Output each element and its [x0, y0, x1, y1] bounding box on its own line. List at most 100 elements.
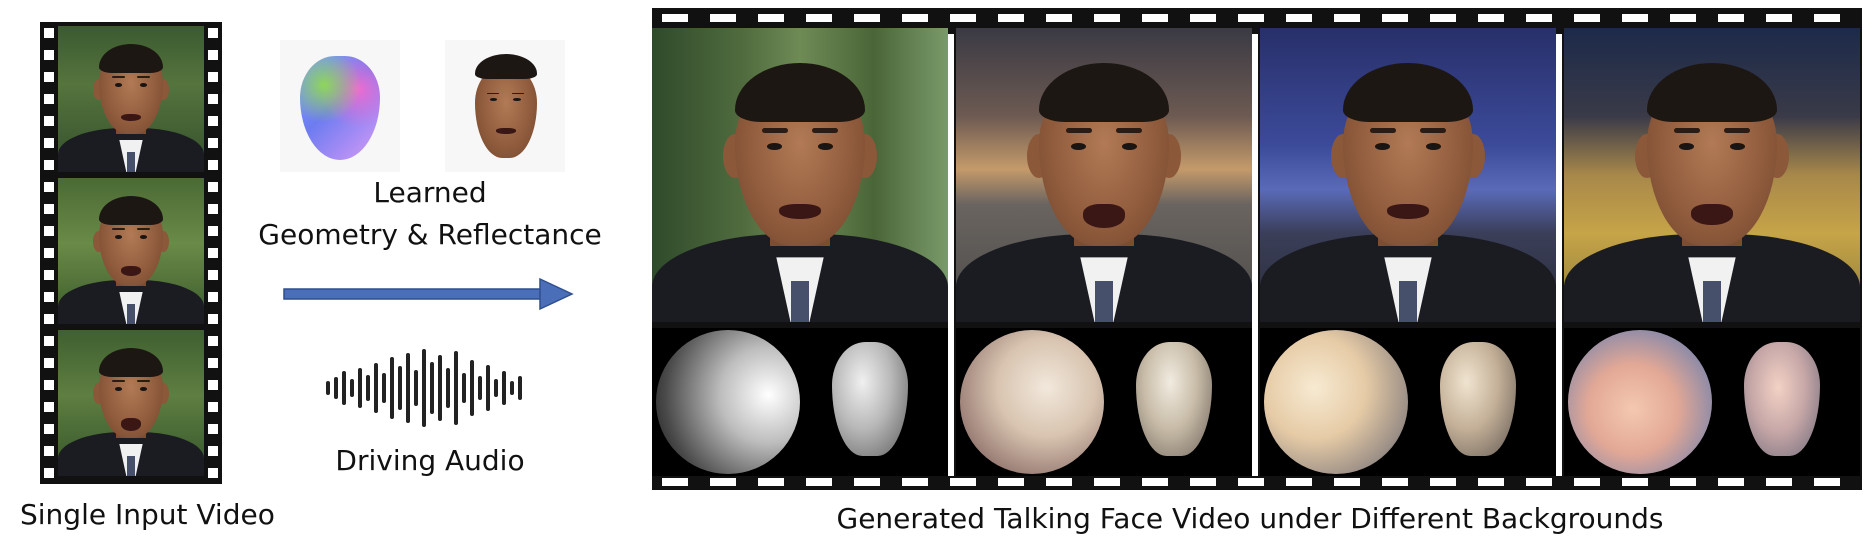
sprocket-hole	[44, 248, 54, 258]
sprocket-hole	[1382, 478, 1408, 486]
night-city-background	[1260, 28, 1556, 322]
sprocket-hole	[208, 270, 218, 280]
reflectance-head-card	[445, 40, 565, 172]
normal-map-head-icon	[300, 56, 380, 160]
frame-divider	[1556, 34, 1562, 476]
wave-bar	[438, 355, 442, 421]
sprocket-hole	[44, 28, 54, 38]
wave-bar	[414, 370, 418, 406]
sprocket-hole	[1046, 478, 1072, 486]
sprocket-hole	[1526, 478, 1552, 486]
geometry-head-card	[280, 40, 400, 172]
sprocket-hole	[1766, 478, 1792, 486]
sprocket-hole	[1478, 14, 1504, 22]
lighting-sphere-1	[656, 330, 800, 474]
wave-bar	[502, 371, 506, 405]
wave-bar	[366, 375, 370, 401]
wave-bar	[446, 368, 450, 408]
sprocket-hole	[1382, 14, 1408, 22]
sprocket-hole	[1334, 478, 1360, 486]
input-frame-2	[58, 178, 204, 324]
wave-bar	[390, 357, 394, 419]
sprocket-hole	[1430, 14, 1456, 22]
input-frame-3	[58, 330, 204, 476]
sprocket-hole	[208, 468, 218, 478]
output-video-label: Generated Talking Face Video under Diffe…	[836, 502, 1664, 535]
wave-bar	[518, 376, 522, 400]
lawn-night-background	[1564, 28, 1860, 322]
sprocket-hole	[44, 204, 54, 214]
sound-wave-icon	[326, 349, 522, 427]
sprocket-hole	[208, 358, 218, 368]
wave-bar	[334, 377, 338, 399]
sprocket-hole	[950, 14, 976, 22]
sprocket-hole	[1814, 14, 1840, 22]
sprocket-hole	[1094, 478, 1120, 486]
wave-bar	[342, 371, 346, 405]
sprocket-hole	[44, 50, 54, 60]
sprocket-hole	[44, 160, 54, 170]
sprocket-hole	[208, 336, 218, 346]
sprocket-hole	[1766, 14, 1792, 22]
sprocket-hole	[44, 358, 54, 368]
sprocket-hole	[1814, 478, 1840, 486]
sprocket-hole	[44, 424, 54, 434]
sprocket-hole	[1670, 478, 1696, 486]
sprocket-hole	[1718, 14, 1744, 22]
sprocket-hole	[1142, 478, 1168, 486]
learned-label-line2: Geometry & Reflectance	[258, 218, 602, 251]
sprocket-hole	[1094, 14, 1120, 22]
wave-bar	[422, 349, 426, 427]
output-frame-1	[652, 28, 948, 322]
sprocket-hole	[208, 248, 218, 258]
sprocket-hole	[1238, 478, 1264, 486]
output-frame-2	[956, 28, 1252, 322]
sprocket-hole	[1238, 14, 1264, 22]
right-arrow-icon	[283, 277, 574, 311]
albedo-head-icon	[469, 50, 543, 162]
shaded-head-4	[1744, 342, 1820, 456]
sprocket-hole	[1622, 478, 1648, 486]
sprocket-hole	[1622, 14, 1648, 22]
portrait-image	[58, 330, 204, 476]
shaded-head-3	[1440, 342, 1516, 456]
wave-bar	[478, 376, 482, 400]
lighting-sphere-4	[1568, 330, 1712, 474]
sprocket-hole	[758, 478, 784, 486]
wave-bar	[358, 368, 362, 408]
sprocket-hole	[44, 94, 54, 104]
input-video-label: Single Input Video	[20, 498, 275, 531]
sprocket-holes-right	[207, 22, 219, 484]
sprocket-hole	[44, 446, 54, 456]
sprocket-hole	[208, 94, 218, 104]
shaded-head-2	[1136, 342, 1212, 456]
sprocket-hole	[44, 468, 54, 478]
sprocket-hole	[662, 478, 688, 486]
sprocket-hole	[44, 314, 54, 324]
sprocket-hole	[44, 116, 54, 126]
output-frame-3	[1260, 28, 1556, 322]
sprocket-hole	[208, 314, 218, 324]
sprocket-hole	[854, 478, 880, 486]
output-film-strip	[652, 8, 1862, 490]
wave-bar	[470, 360, 474, 416]
sprocket-hole	[208, 226, 218, 236]
sprocket-hole	[950, 478, 976, 486]
sprocket-hole	[1526, 14, 1552, 22]
wave-bar	[454, 351, 458, 425]
sprocket-hole	[208, 446, 218, 456]
lakeside-dusk-background	[956, 28, 1252, 322]
learned-label-line1: Learned	[373, 176, 487, 209]
sprocket-hole	[208, 72, 218, 82]
input-film-strip	[40, 22, 222, 484]
sprocket-hole	[44, 336, 54, 346]
sprocket-hole	[998, 14, 1024, 22]
sprocket-hole	[208, 160, 218, 170]
sprocket-hole	[208, 138, 218, 148]
green-curtain-background	[652, 28, 948, 322]
sprocket-hole	[902, 14, 928, 22]
sprocket-hole	[44, 270, 54, 280]
sprocket-hole	[1190, 478, 1216, 486]
sprocket-hole	[710, 14, 736, 22]
sprocket-hole	[662, 14, 688, 22]
